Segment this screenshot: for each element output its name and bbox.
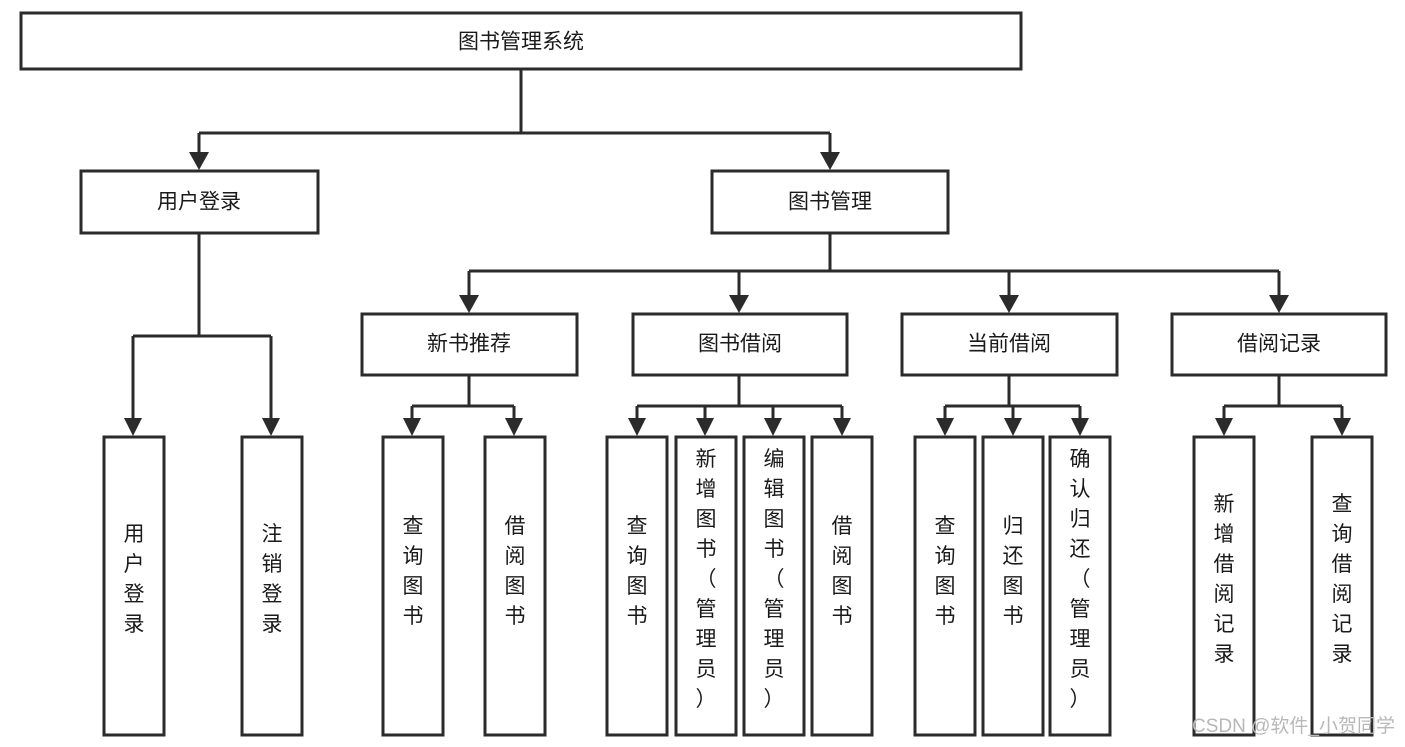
leaf-node-bo-add-book-admin-label: 新增图书（管理员） bbox=[696, 448, 717, 711]
arrow-head-book-mgmt bbox=[820, 152, 840, 170]
leaf-node-bo-borrow-book[interactable]: 借阅图书 bbox=[810, 435, 874, 737]
leaf-node-cu-query-book-box[interactable] bbox=[913, 435, 977, 737]
arrow-head-leaf-user-login bbox=[124, 418, 142, 436]
leaf-node-nb-borrow-book[interactable]: 借阅图书 bbox=[483, 435, 547, 737]
arrow-head-bo-leaf2 bbox=[696, 418, 714, 436]
node-borrow-records-box[interactable] bbox=[1170, 312, 1388, 377]
leaf-node-re-add-record[interactable]: 新增借阅记录 bbox=[1192, 435, 1256, 737]
arrow-head-bo-leaf3 bbox=[764, 418, 782, 436]
node-borrow-records[interactable]: 借阅记录 bbox=[1170, 312, 1388, 377]
leaf-node-cu-return-book[interactable]: 归还图书 bbox=[981, 435, 1045, 737]
leaf-node-logout-box[interactable] bbox=[240, 435, 304, 737]
leaf-node-bo-query-book[interactable]: 查询图书 bbox=[605, 435, 669, 737]
node-book-management[interactable]: 图书管理 bbox=[710, 169, 950, 235]
leaf-node-cu-confirm-return-admin-box[interactable] bbox=[1048, 435, 1112, 737]
node-user-login-label: 用户登录 bbox=[157, 191, 241, 214]
arrow-head-bo-leaf4 bbox=[833, 418, 851, 436]
arrow-head-bo-leaf1 bbox=[628, 418, 646, 436]
leaf-node-bo-borrow-book-label: 借阅图书 bbox=[832, 515, 853, 628]
connector-layer bbox=[124, 69, 1351, 436]
leaf-node-nb-query-book-box[interactable] bbox=[381, 435, 445, 737]
arrow-head-cu-leaf1 bbox=[936, 418, 954, 436]
arrow-head-nb-leaf2 bbox=[505, 418, 523, 436]
csdn-watermark: CSDN @软件_小贺同学 bbox=[1192, 715, 1395, 737]
node-borrow-records-label: 借阅记录 bbox=[1237, 333, 1321, 356]
node-book-borrow-box[interactable] bbox=[631, 312, 849, 377]
arrow-head-book-borrow bbox=[729, 295, 749, 313]
node-current-borrow-box[interactable] bbox=[900, 312, 1119, 377]
arrow-head-current-borrow bbox=[999, 295, 1019, 313]
arrow-head-leaf-logout bbox=[262, 418, 280, 436]
leaf-node-cu-query-book-label: 查询图书 bbox=[935, 515, 956, 628]
node-book-borrow-label: 图书借阅 bbox=[698, 333, 782, 356]
leaf-node-bo-query-book-box[interactable] bbox=[605, 435, 669, 737]
node-user-login[interactable]: 用户登录 bbox=[79, 169, 320, 235]
arrow-head-re-leaf1 bbox=[1215, 418, 1233, 436]
node-root-label: 图书管理系统 bbox=[458, 31, 584, 54]
leaf-node-bo-add-book-admin[interactable]: 新增图书（管理员） bbox=[674, 435, 738, 737]
leaf-node-bo-edit-book-admin-label: 编辑图书（管理员） bbox=[764, 448, 785, 711]
leaf-node-nb-borrow-book-label: 借阅图书 bbox=[505, 515, 526, 628]
leaf-node-nb-query-book-label: 查询图书 bbox=[403, 515, 424, 628]
leaf-node-re-add-record-label: 新增借阅记录 bbox=[1214, 493, 1235, 666]
arrow-head-cu-leaf2 bbox=[1004, 418, 1022, 436]
node-new-book-recommend-label: 新书推荐 bbox=[427, 333, 511, 356]
leaf-node-bo-query-book-label: 查询图书 bbox=[627, 515, 648, 628]
leaf-node-bo-add-book-admin-box[interactable] bbox=[674, 435, 738, 737]
node-root[interactable]: 图书管理系统 bbox=[19, 11, 1023, 71]
node-book-management-box[interactable] bbox=[710, 169, 950, 235]
leaf-node-cu-confirm-return-admin[interactable]: 确认归还（管理员） bbox=[1048, 435, 1112, 737]
leaf-node-cu-confirm-return-admin-label: 确认归还（管理员） bbox=[1070, 448, 1091, 711]
node-new-book-recommend-box[interactable] bbox=[360, 312, 579, 377]
leaf-node-re-query-record[interactable]: 查询借阅记录 bbox=[1310, 435, 1374, 737]
arrow-head-cu-leaf3 bbox=[1071, 418, 1089, 436]
leaf-node-re-query-record-label: 查询借阅记录 bbox=[1332, 493, 1353, 666]
node-root-box[interactable] bbox=[19, 11, 1023, 71]
leaf-node-bo-edit-book-admin[interactable]: 编辑图书（管理员） bbox=[742, 435, 806, 737]
leaf-node-user-login-action-label: 用户登录 bbox=[124, 523, 145, 636]
node-current-borrow-label: 当前借阅 bbox=[967, 333, 1051, 356]
arrow-head-borrow-records bbox=[1269, 295, 1289, 313]
arrow-head-nb-leaf1 bbox=[403, 418, 421, 436]
node-current-borrow[interactable]: 当前借阅 bbox=[900, 312, 1119, 377]
leaf-node-cu-return-book-box[interactable] bbox=[981, 435, 1045, 737]
leaf-node-re-query-record-box[interactable] bbox=[1310, 435, 1374, 737]
leaf-node-user-login-action-box[interactable] bbox=[102, 435, 166, 737]
leaf-node-bo-borrow-book-box[interactable] bbox=[810, 435, 874, 737]
leaf-node-cu-return-book-label: 归还图书 bbox=[1003, 515, 1024, 628]
leaf-node-user-login-action[interactable]: 用户登录 bbox=[102, 435, 166, 737]
arrow-head-user-login bbox=[189, 152, 209, 170]
node-book-borrow[interactable]: 图书借阅 bbox=[631, 312, 849, 377]
leaf-node-nb-query-book[interactable]: 查询图书 bbox=[381, 435, 445, 737]
node-new-book-recommend[interactable]: 新书推荐 bbox=[360, 312, 579, 377]
arrow-head-new-book bbox=[459, 295, 479, 313]
leaf-node-logout-label: 注销登录 bbox=[262, 523, 283, 636]
node-user-login-box[interactable] bbox=[79, 169, 320, 235]
leaf-node-nb-borrow-book-box[interactable] bbox=[483, 435, 547, 737]
leaf-node-logout[interactable]: 注销登录 bbox=[240, 435, 304, 737]
arrow-head-re-leaf2 bbox=[1333, 418, 1351, 436]
leaf-node-re-add-record-box[interactable] bbox=[1192, 435, 1256, 737]
leaf-node-bo-edit-book-admin-box[interactable] bbox=[742, 435, 806, 737]
node-book-management-label: 图书管理 bbox=[788, 191, 872, 214]
leaf-node-cu-query-book[interactable]: 查询图书 bbox=[913, 435, 977, 737]
